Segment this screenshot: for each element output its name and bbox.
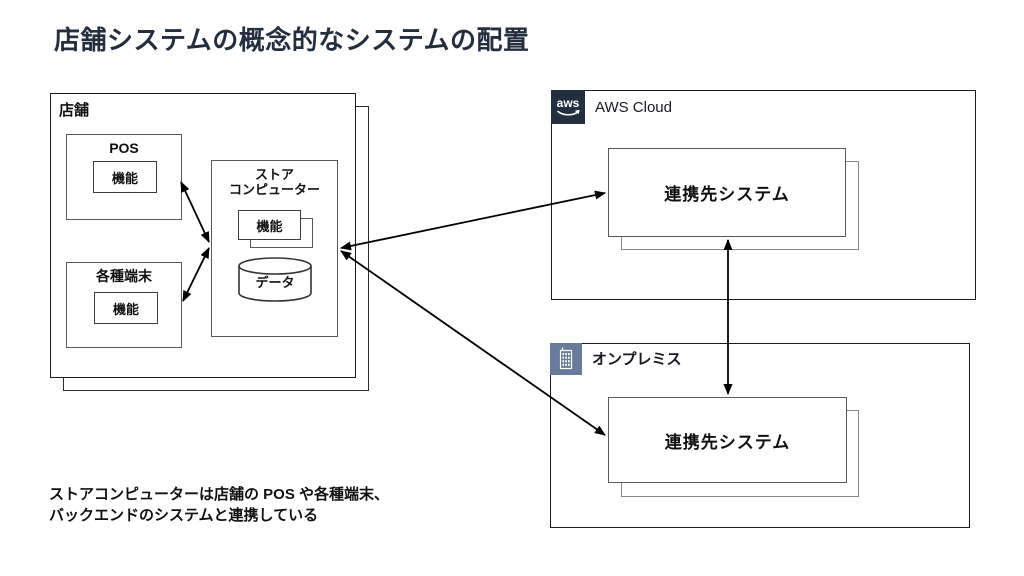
store-group-label: 店舗	[59, 102, 90, 119]
pos-node-label: POS	[109, 140, 139, 156]
store-computer-function-box: 機能	[238, 210, 301, 240]
building-icon	[550, 343, 582, 375]
store-computer-node: ストア コンピューター 機能 データ	[211, 160, 338, 337]
store-computer-label: ストア コンピューター	[212, 167, 337, 197]
aws-cloud-label: AWS Cloud	[595, 99, 672, 116]
terminals-node-label: 各種端末	[96, 268, 152, 284]
note-line1: ストアコンピューターは店舗の POS や各種端末、	[49, 486, 390, 503]
aws-logo-icon: aws	[551, 90, 585, 124]
page-title: 店舗システムの概念的なシステムの配置	[54, 25, 530, 55]
data-cylinder-label: データ	[255, 275, 295, 290]
store-computer-label-line2: コンピューター	[228, 182, 320, 197]
pos-node: POS 機能	[66, 134, 182, 220]
note-text: ストアコンピューターは店舗の POS や各種端末、 バックエンドのシステムと連携…	[49, 484, 389, 526]
onprem-label: オンプレミス	[592, 351, 682, 368]
onprem-system-node: 連携先システム	[608, 397, 847, 483]
terminals-node: 各種端末 機能	[66, 262, 182, 348]
svg-text:aws: aws	[557, 96, 580, 110]
terminals-function-box: 機能	[94, 292, 158, 324]
store-computer-label-line1: ストア	[254, 167, 294, 182]
data-cylinder-icon	[238, 257, 312, 302]
aws-system-node: 連携先システム	[608, 148, 846, 237]
note-line2: バックエンドのシステムと連携している	[49, 507, 319, 524]
pos-function-box: 機能	[93, 161, 157, 193]
